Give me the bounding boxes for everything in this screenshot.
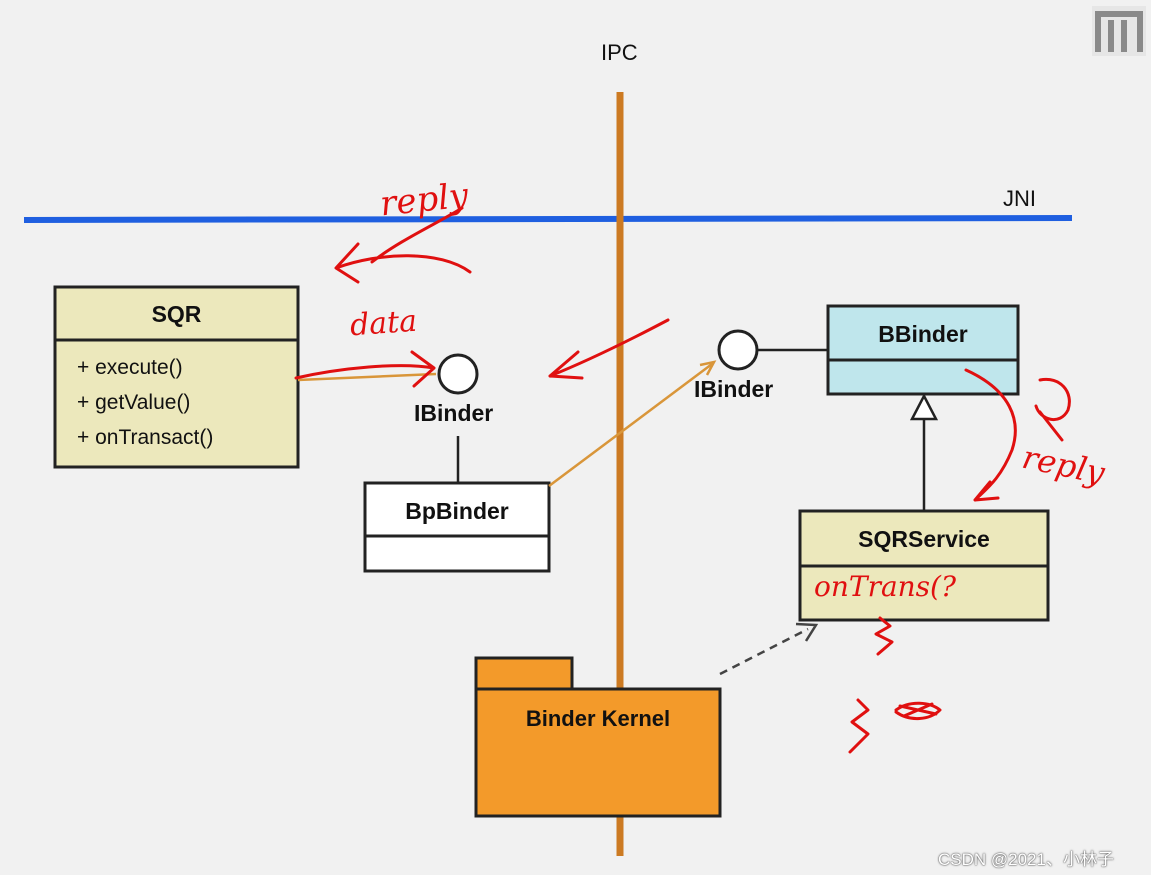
hand-arrow-middle	[548, 318, 670, 380]
bpbinder-class-name: BpBinder	[405, 498, 509, 524]
sqrservice-class-name: SQRService	[858, 526, 990, 552]
ibinder-interface-right	[717, 329, 828, 371]
ibinder-interface-left	[437, 353, 479, 483]
sqr-class-box	[53, 285, 300, 469]
hand-curl-right	[1034, 377, 1071, 442]
jni-line	[23, 215, 1073, 223]
bpbinder-class-box	[363, 481, 551, 573]
sqr-operation: + execute()	[77, 356, 183, 379]
ibinder-label-left: IBinder	[414, 400, 494, 426]
csdn-watermark: CSDN @2021、小林子	[938, 850, 1114, 869]
hand-squiggle-1	[874, 616, 894, 656]
bbinder-class-box	[826, 304, 1020, 396]
jni-label: JNI	[1003, 186, 1036, 211]
binder-kernel-label: Binder Kernel	[525, 706, 671, 731]
bpbinder-to-ibinder-connector	[548, 360, 717, 488]
handwritten-ontransact: onTrans(?	[814, 570, 956, 603]
inheritance-arrow	[909, 393, 939, 511]
sqr-operation: + onTransact()	[77, 426, 214, 449]
ipc-label: IPC	[601, 40, 638, 65]
ibinder-label-right: IBinder	[694, 376, 774, 402]
sqr-to-ibinder-connector	[297, 372, 437, 382]
corner-logo-fragment	[1092, 6, 1146, 56]
sqr-operation: + getValue()	[77, 391, 191, 414]
handwritten-data: data	[348, 303, 419, 344]
hand-arrow-reply-top	[334, 206, 472, 284]
hand-scribble	[894, 701, 942, 720]
hand-arrow-data	[294, 350, 436, 388]
sqr-class-name: SQR	[151, 301, 202, 327]
sqrservice-class-box	[798, 509, 1050, 622]
binder-kernel-package	[474, 656, 722, 818]
dependency-arrow	[719, 622, 819, 676]
hand-squiggle-2	[848, 698, 870, 754]
bbinder-class-name: BBinder	[878, 321, 968, 347]
hand-arrow-reply-right	[964, 368, 1017, 502]
